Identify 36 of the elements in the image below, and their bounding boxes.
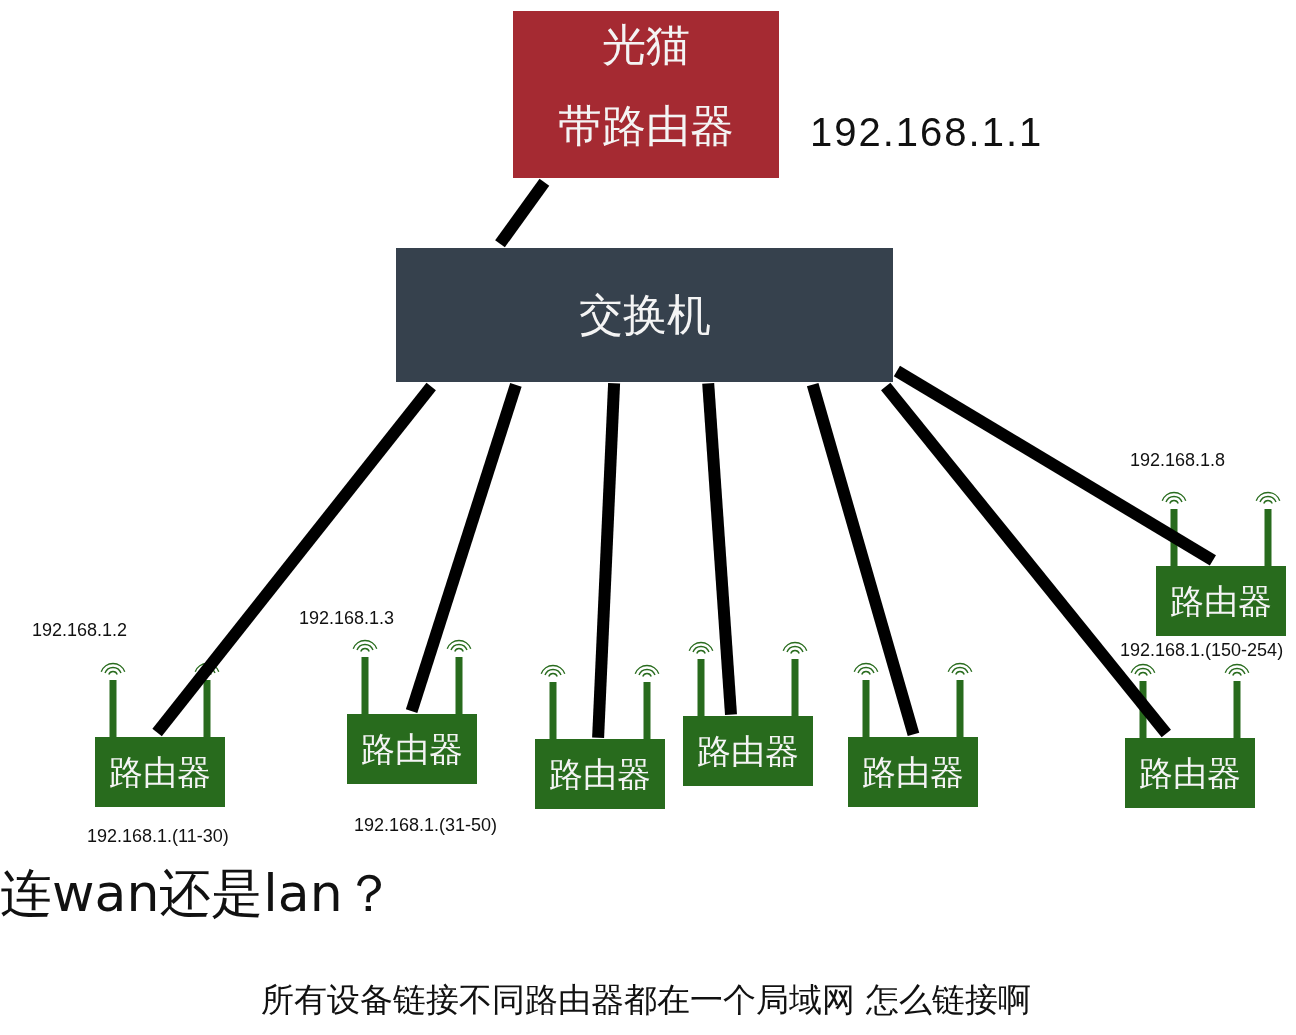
connector-line: [702, 383, 737, 715]
ip-address-label: 192.168.1.3: [299, 608, 395, 630]
question-label: 连wan还是lan？: [0, 862, 395, 925]
node-label: 路由器: [361, 728, 463, 770]
ip-address-label: 192.168.1.2: [32, 620, 128, 642]
connector-line: [592, 383, 621, 738]
switch-box: [396, 248, 893, 382]
ip-address-label: 192.168.1.1: [810, 109, 1044, 156]
router-box: [1156, 566, 1286, 636]
router-box: [1125, 738, 1255, 808]
router-box: [347, 714, 477, 784]
node-label: 带路由器: [558, 99, 734, 153]
node-label: 路由器: [697, 730, 799, 772]
router-box: [683, 716, 813, 786]
ip-address-label: 192.168.1.8: [1130, 450, 1226, 472]
ip-address-label: 192.168.1.(11-30): [87, 826, 229, 848]
ip-address-label: 192.168.1.(31-50): [354, 815, 498, 837]
connector-line: [495, 178, 550, 248]
connector-line: [806, 382, 920, 737]
node-label: 路由器: [549, 753, 651, 795]
router-box: [535, 739, 665, 809]
node-label: 路由器: [1139, 752, 1241, 794]
node-label: 路由器: [862, 751, 964, 793]
modem-box: [513, 11, 779, 178]
router-box: [95, 737, 225, 807]
connector-line: [893, 365, 1216, 566]
node-label: 路由器: [1170, 580, 1272, 622]
connector-line: [405, 382, 522, 714]
caption-text: 所有设备链接不同路由器都在一个局域网 怎么链接啊: [261, 980, 1031, 1020]
node-label: 光猫: [602, 19, 690, 72]
ip-address-label: 192.168.1.(150-254): [1120, 640, 1284, 662]
node-label: 交换机: [578, 288, 711, 342]
router-box: [848, 737, 978, 807]
connector-line: [881, 382, 1171, 738]
node-label: 路由器: [109, 751, 211, 793]
connector-line: [152, 382, 436, 737]
